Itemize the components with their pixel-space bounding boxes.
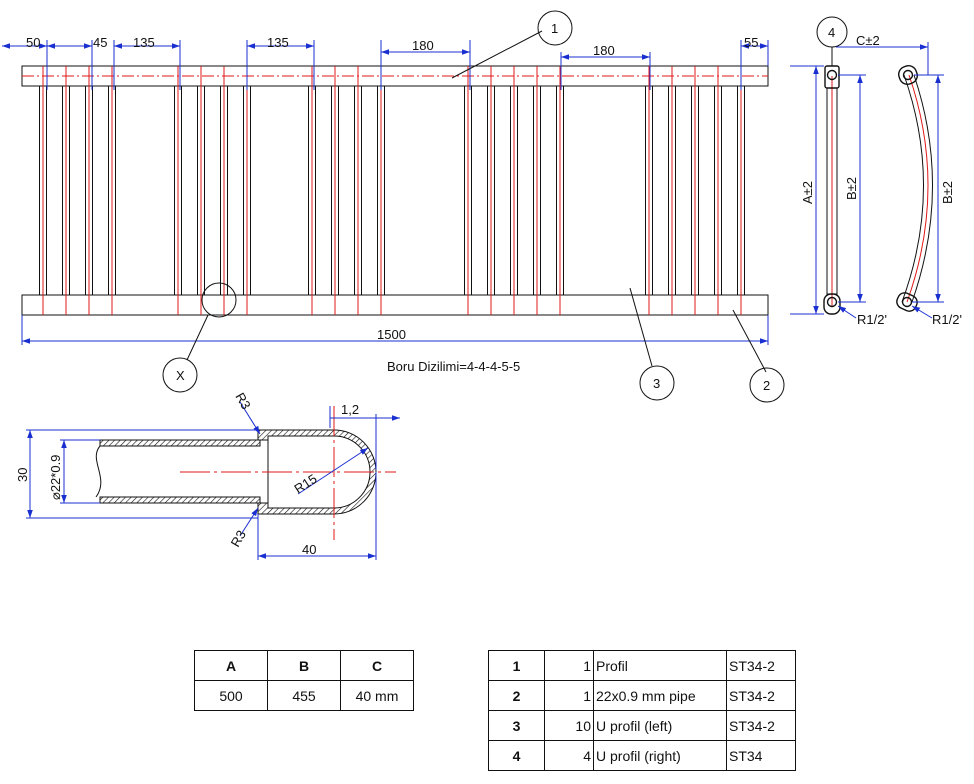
top-dimension-chain: 50 45 135 135 180 180 55 xyxy=(2,35,769,90)
dim-label-55: 55 xyxy=(744,35,758,50)
header-c: C xyxy=(340,650,414,681)
part-material: ST34-2 xyxy=(726,680,796,711)
r3-bottom-leader xyxy=(239,507,259,537)
pipe-wall-bottom xyxy=(99,496,261,504)
radius-dim-label: R15 xyxy=(291,471,319,497)
dim-label-180b: 180 xyxy=(593,43,615,58)
dim-label-135b: 135 xyxy=(267,35,289,50)
tube-group xyxy=(39,66,745,315)
dimensions-table: A B C 500 455 40 mm xyxy=(194,650,414,711)
part-description: 22x0.9 mm pipe xyxy=(593,680,727,711)
pipe-wall-top xyxy=(99,439,261,447)
table-row: 1 1 Profil ST34-2 xyxy=(488,650,796,681)
leader-line xyxy=(451,30,543,79)
height-dim-label: 30 xyxy=(15,468,30,482)
curved-tube-center xyxy=(906,74,929,303)
part-quantity: 1 xyxy=(544,650,594,681)
side-thread-label: R1/2' xyxy=(857,312,887,327)
radius-dim-line xyxy=(297,447,369,495)
parts-table: 1 1 Profil ST34-2 2 1 22x0.9 mm pipe ST3… xyxy=(488,650,796,771)
thread-leader xyxy=(911,305,933,319)
side-bottom-hole xyxy=(826,296,838,308)
u-cap-section xyxy=(257,429,377,515)
value-a: 500 xyxy=(194,680,268,711)
part-material: ST34-2 xyxy=(726,650,796,681)
tube-arrangement-note: Boru Dizilimi=4-4-4-5-5 xyxy=(387,359,520,374)
curved-top-hole xyxy=(902,69,914,81)
overall-dim-label: 1500 xyxy=(377,327,406,342)
side-bottom-cap xyxy=(823,293,841,315)
pipe-break xyxy=(95,445,102,498)
thickness-dim-label: 1,2 xyxy=(341,402,359,417)
part-quantity: 1 xyxy=(544,680,594,711)
balloon-3-label: 3 xyxy=(653,376,660,391)
part-description: U profil (right) xyxy=(593,740,727,771)
curved-b-dim-label: B±2 xyxy=(940,181,955,204)
table-row: 2 1 22x0.9 mm pipe ST34-2 xyxy=(488,680,796,711)
side-top-hole xyxy=(826,69,838,81)
balloon-1 xyxy=(537,10,573,46)
curved-view: B±2 R1/2' xyxy=(896,42,962,327)
table-header-row: A B C xyxy=(194,650,414,681)
pipe-dim-label: ⌀22*0.9 xyxy=(48,455,63,500)
part-description: U profil (left) xyxy=(593,710,727,741)
part-number: 1 xyxy=(488,650,545,681)
front-view: 50 45 135 135 180 180 55 1500 Boru Dizil… xyxy=(2,10,785,403)
value-b: 455 xyxy=(267,680,341,711)
r3-top-label: R3 xyxy=(232,390,253,412)
c-dim-label: C±2 xyxy=(856,33,880,48)
balloon-2-label: 2 xyxy=(763,378,770,393)
header-a: A xyxy=(194,650,268,681)
value-c: 40 mm xyxy=(340,680,414,711)
balloon-4-label: 4 xyxy=(828,25,835,40)
a-dim-label: A±2 xyxy=(800,181,815,204)
part-material: ST34-2 xyxy=(726,710,796,741)
side-view: 4 A±2 B±2 C±2 R1/2' xyxy=(790,16,928,327)
dim-label-180a: 180 xyxy=(412,38,434,53)
balloon-3 xyxy=(639,365,675,401)
part-material: ST34 xyxy=(726,740,796,771)
bottom-header-bar xyxy=(21,294,769,316)
part-number: 4 xyxy=(488,740,545,771)
r3-bottom-label: R3 xyxy=(228,528,249,550)
dim-label-45: 45 xyxy=(93,35,107,50)
curved-tube-outer xyxy=(901,74,924,303)
table-row: 500 455 40 mm xyxy=(194,680,414,711)
header-b: B xyxy=(267,650,341,681)
leader-line xyxy=(186,314,209,361)
leader-line xyxy=(732,309,767,373)
r3-top-leader xyxy=(239,401,261,435)
curved-tube-inner xyxy=(911,74,933,303)
balloon-x-label: X xyxy=(176,368,185,383)
part-description: Profil xyxy=(593,650,727,681)
part-number: 3 xyxy=(488,710,545,741)
dim-label-135a: 135 xyxy=(133,35,155,50)
length-dim-label: 40 xyxy=(302,542,316,557)
curved-top-cap xyxy=(898,65,918,85)
part-number: 2 xyxy=(488,680,545,711)
table-row: 4 4 U profil (right) ST34 xyxy=(488,740,796,771)
part-quantity: 10 xyxy=(544,710,594,741)
dim-label-50: 50 xyxy=(26,35,40,50)
table-row: 3 10 U profil (left) ST34-2 xyxy=(488,710,796,741)
balloon-2 xyxy=(749,367,785,403)
drawing-canvas: 50 45 135 135 180 180 55 1500 Boru Dizil… xyxy=(2,10,962,560)
part-quantity: 4 xyxy=(544,740,594,771)
leader-line xyxy=(629,287,653,367)
balloon-1-label: 1 xyxy=(551,21,558,36)
b-dim-label: B±2 xyxy=(844,177,859,200)
detail-view: 30 ⌀22*0.9 40 1,2 R15 R3 R3 xyxy=(15,390,400,560)
balloon-x xyxy=(162,357,198,393)
detail-x-circle xyxy=(201,282,237,318)
curved-thread-label: R1/2' xyxy=(932,312,962,327)
curved-bottom-hole xyxy=(901,296,913,308)
thread-leader xyxy=(837,305,857,319)
